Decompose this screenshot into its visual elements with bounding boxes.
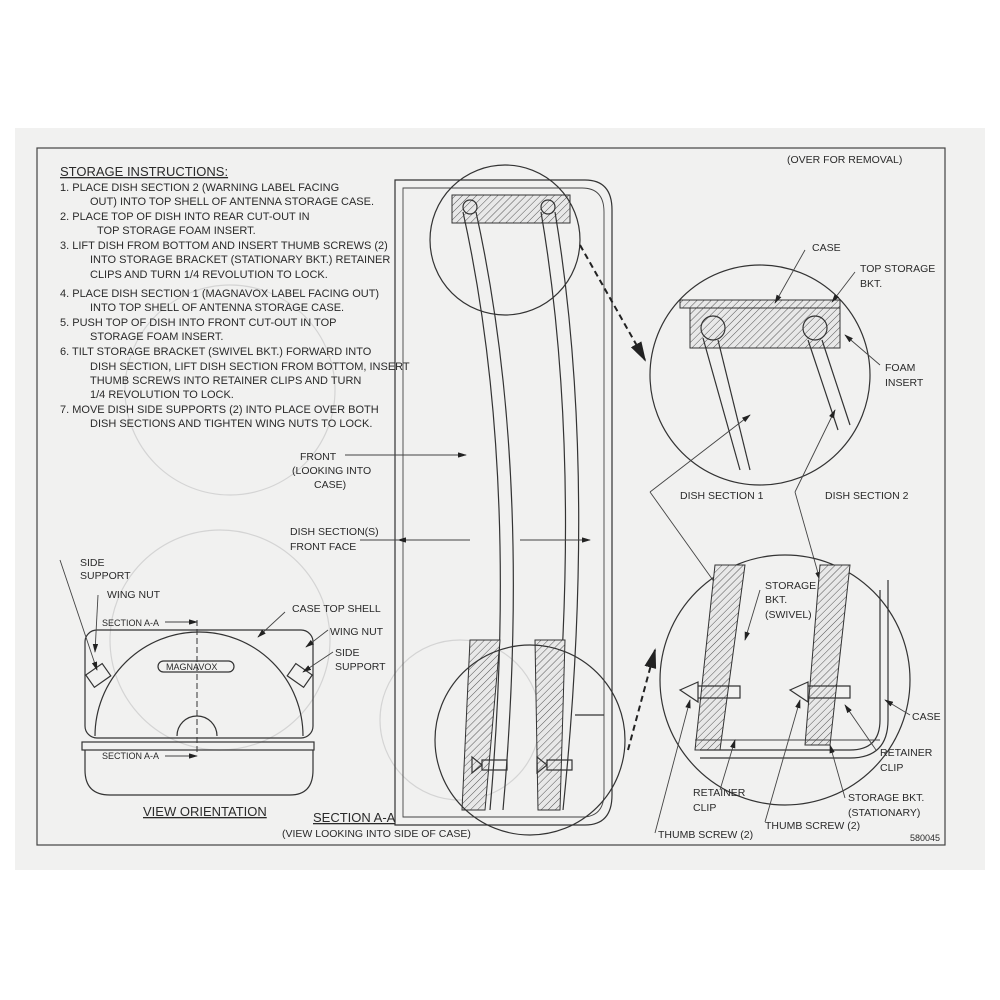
instruction-line: DISH SECTIONS AND TIGHTEN WING NUTS TO L…	[90, 418, 372, 430]
dish-section-1-label: DISH SECTION 1	[680, 490, 764, 502]
drawing-number: 580045	[910, 833, 940, 843]
instructions-title: STORAGE INSTRUCTIONS:	[60, 164, 228, 179]
front-label: CASE)	[314, 479, 346, 491]
instruction-line: TOP STORAGE FOAM INSERT.	[97, 225, 256, 237]
top-storage-bkt-label: BKT.	[860, 278, 882, 290]
side-support-label: SIDE	[335, 647, 360, 659]
wing-nut-label: WING NUT	[330, 626, 384, 638]
case-label: CASE	[812, 242, 841, 254]
thumb-screw-icon	[471, 755, 508, 775]
retainer-clip-label: CLIP	[880, 762, 903, 774]
section-a-a-marker: SECTION A-A	[102, 751, 159, 761]
instruction-line: 3. LIFT DISH FROM BOTTOM AND INSERT THUM…	[60, 240, 388, 252]
case-top-shell-label: CASE TOP SHELL	[292, 603, 381, 615]
storage-bkt-swivel-label: BKT.	[765, 594, 787, 606]
instruction-line: 4. PLACE DISH SECTION 1 (MAGNAVOX LABEL …	[60, 288, 379, 300]
front-face-label: FRONT FACE	[290, 541, 356, 553]
side-support-label: SIDE	[80, 557, 105, 569]
over-for-removal-note: (OVER FOR REMOVAL)	[787, 154, 902, 166]
front-label: (LOOKING INTO	[292, 465, 371, 477]
instruction-line: 2. PLACE TOP OF DISH INTO REAR CUT-OUT I…	[60, 211, 310, 223]
section-a-a-marker: SECTION A-A	[102, 618, 159, 628]
instruction-line: 1. PLACE DISH SECTION 2 (WARNING LABEL F…	[60, 182, 339, 194]
instruction-line: INTO STORAGE BRACKET (STATIONARY BKT.) R…	[90, 254, 390, 266]
storage-bkt-stationary-label: STORAGE BKT.	[848, 792, 924, 804]
detail-top-drawing	[649, 249, 881, 591]
top-storage-bkt-label: TOP STORAGE	[860, 263, 935, 275]
instruction-line: DISH SECTION, LIFT DISH SECTION FROM BOT…	[90, 361, 410, 373]
view-orientation-title: VIEW ORIENTATION	[143, 804, 267, 819]
storage-bkt-stationary-label: (STATIONARY)	[848, 807, 920, 819]
foam-insert-label: INSERT	[885, 377, 924, 389]
detail-bottom-drawing	[654, 554, 911, 834]
section-a-a-drawing	[345, 164, 657, 836]
retainer-clip-label: RETAINER	[693, 787, 746, 799]
front-face-label: DISH SECTION(S)	[290, 526, 379, 538]
view-orientation-drawing	[59, 559, 334, 796]
instruction-line: OUT) INTO TOP SHELL OF ANTENNA STORAGE C…	[90, 196, 374, 208]
paper-sheet	[15, 128, 985, 870]
instruction-line: CLIPS AND TURN 1/4 REVOLUTION TO LOCK.	[90, 269, 328, 281]
drawing-border	[36, 147, 946, 846]
instruction-line: 7. MOVE DISH SIDE SUPPORTS (2) INTO PLAC…	[60, 404, 379, 416]
thumb-screw-label: THUMB SCREW (2)	[658, 829, 753, 841]
retainer-clip-label: RETAINER	[880, 747, 933, 759]
thumb-screw-icon	[788, 681, 851, 704]
section-a-a-title: SECTION A-A	[313, 810, 396, 825]
instruction-line: THUMB SCREWS INTO RETAINER CLIPS AND TUR…	[90, 375, 361, 387]
foam-insert-label: FOAM	[885, 362, 915, 374]
side-support-label: SUPPORT	[80, 570, 131, 582]
side-support-label: SUPPORT	[335, 661, 386, 673]
front-label: FRONT	[300, 451, 337, 463]
storage-bkt-swivel-label: STORAGE	[765, 580, 816, 592]
magnavox-logo: MAGNAVOX	[166, 662, 217, 672]
retainer-clip-label: CLIP	[693, 802, 716, 814]
storage-instructions: STORAGE INSTRUCTIONS: 1. PLACE DISH SECT…	[60, 164, 410, 430]
storage-bkt-swivel-label: (SWIVEL)	[765, 609, 812, 621]
thumb-screw-label: THUMB SCREW (2)	[765, 820, 860, 832]
instruction-line: 1/4 REVOLUTION TO LOCK.	[90, 389, 234, 401]
case-label: CASE	[912, 711, 941, 723]
instruction-line: 5. PUSH TOP OF DISH INTO FRONT CUT-OUT I…	[60, 317, 336, 329]
instruction-line: INTO TOP SHELL OF ANTENNA STORAGE CASE.	[90, 302, 344, 314]
thumb-screw-icon	[536, 755, 573, 775]
instruction-line: STORAGE FOAM INSERT.	[90, 331, 223, 343]
wing-nut-label: WING NUT	[107, 589, 161, 601]
section-a-a-subtitle: (VIEW LOOKING INTO SIDE OF CASE)	[282, 828, 471, 840]
dish-section-2-label: DISH SECTION 2	[825, 490, 909, 502]
thumb-screw-icon	[678, 681, 741, 704]
instruction-line: 6. TILT STORAGE BRACKET (SWIVEL BKT.) FO…	[60, 346, 372, 358]
